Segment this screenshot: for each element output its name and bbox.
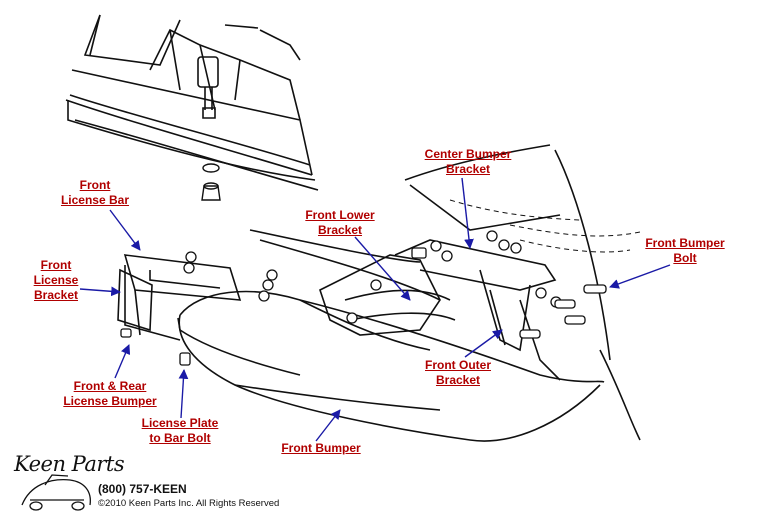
label-front-license-bracket[interactable]: Front License Bracket bbox=[28, 258, 84, 303]
arrow-center-bumper-bracket bbox=[461, 177, 474, 249]
label-front-license-bar[interactable]: Front License Bar bbox=[60, 178, 130, 208]
label-line: License Plate bbox=[141, 416, 219, 430]
leader-arrows bbox=[79, 177, 671, 442]
label-line: Front Outer bbox=[425, 358, 491, 372]
arrow-front-license-bracket bbox=[79, 286, 121, 297]
nut-washer-upper bbox=[201, 163, 221, 201]
label-line: License Bar bbox=[60, 193, 130, 207]
arrow-front-bumper bbox=[315, 409, 341, 442]
label-line: to Bar Bolt bbox=[149, 431, 211, 445]
label-license-plate-bolt[interactable]: License Plate to Bar Bolt bbox=[135, 416, 225, 446]
bumper-assembly bbox=[117, 144, 641, 442]
arrow-license-plate-bolt bbox=[178, 369, 189, 419]
keen-parts-logo: Keen Parts bbox=[14, 452, 125, 476]
copyright-text: ©2010 Keen Parts Inc. All Rights Reserve… bbox=[98, 498, 280, 509]
label-front-lower-bracket[interactable]: Front Lower Bracket bbox=[302, 208, 378, 238]
label-line: Bracket bbox=[435, 373, 481, 387]
label-line: Front Lower bbox=[305, 208, 375, 222]
label-line: Center Bumper bbox=[424, 147, 512, 161]
arrow-front-license-bar bbox=[109, 209, 141, 251]
logo-car-icon bbox=[21, 474, 91, 511]
phone-number[interactable]: (800) 757-KEEN bbox=[98, 482, 187, 496]
label-center-bumper-bracket[interactable]: Center Bumper Bracket bbox=[418, 147, 518, 177]
fasteners bbox=[120, 230, 607, 366]
label-line: Front Bumper bbox=[645, 236, 725, 250]
arrow-front-outer-bracket bbox=[464, 329, 503, 358]
label-line: Bolt bbox=[673, 251, 697, 265]
label-line: License bbox=[33, 273, 79, 287]
label-line: Bracket bbox=[445, 162, 491, 176]
label-line: Front & Rear bbox=[73, 379, 147, 393]
label-line: Bracket bbox=[317, 223, 363, 237]
label-line: License Bumper bbox=[63, 394, 157, 408]
label-line: Bracket bbox=[33, 288, 79, 302]
label-line: Front bbox=[40, 258, 72, 272]
label-front-bumper[interactable]: Front Bumper bbox=[280, 441, 362, 456]
label-front-rear-license-bumper[interactable]: Front & Rear License Bumper bbox=[60, 379, 160, 409]
dashed-lines bbox=[449, 199, 641, 253]
label-line: Front Bumper bbox=[281, 441, 361, 455]
label-line: Front bbox=[79, 178, 111, 192]
label-front-outer-bracket[interactable]: Front Outer Bracket bbox=[420, 358, 496, 388]
arrow-front-rear-license-bumper bbox=[114, 344, 131, 379]
arrow-front-lower-bracket bbox=[354, 236, 411, 301]
label-front-bumper-bolt[interactable]: Front Bumper Bolt bbox=[640, 236, 730, 266]
car-nose-inset bbox=[65, 14, 319, 191]
arrow-front-bumper-bolt bbox=[609, 264, 671, 289]
